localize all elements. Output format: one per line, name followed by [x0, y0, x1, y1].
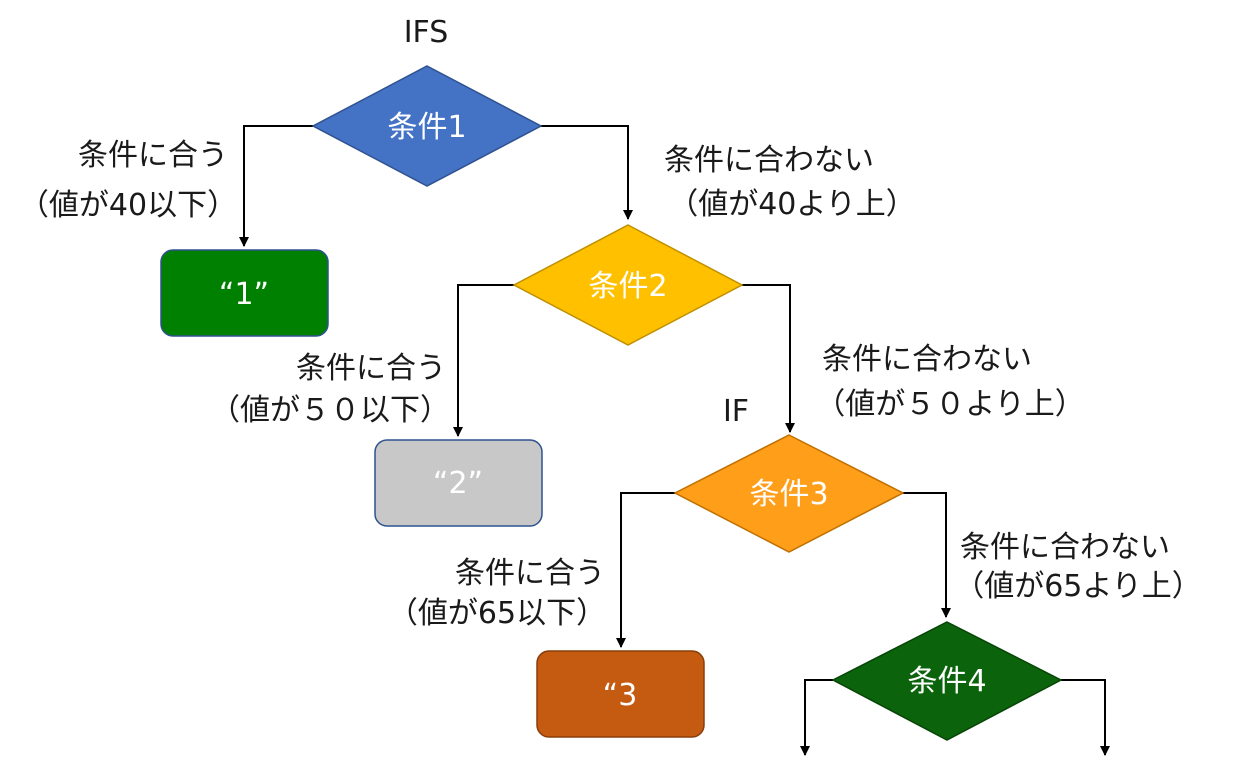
decision-condition1: 条件1 [311, 65, 543, 187]
result2-box [374, 439, 543, 527]
condition2-label: 条件2 [588, 269, 667, 304]
edge-c1-yes [239, 125, 313, 247]
c1-no-line2: （値が40より上） [668, 187, 916, 222]
result3-box [536, 650, 705, 738]
edge-c3-yes [616, 492, 675, 648]
c2-yes-line1: 条件に合う [296, 351, 446, 386]
result-3: “3 [536, 650, 705, 738]
c2-no-line1: 条件に合わない [822, 342, 1032, 377]
decision-condition2: 条件2 [512, 224, 744, 346]
decision-condition3: 条件3 [673, 434, 905, 553]
edge-label-c2-yes: 条件に合う （値が５０以下） [210, 351, 450, 428]
condition3-label: 条件3 [749, 477, 828, 512]
edge-c1-no [541, 125, 633, 220]
edge-c4-left [800, 679, 833, 756]
result3-label: “3 [603, 678, 638, 713]
condition4-diamond [831, 621, 1063, 741]
edge-label-c3-no: 条件に合わない （値が65より上） [954, 530, 1202, 604]
edge-c4-right [1061, 679, 1110, 756]
c1-no-line1: 条件に合わない [664, 143, 874, 178]
edge-c3-no [903, 492, 951, 618]
c1-yes-line2: （値が40以下） [19, 188, 237, 223]
c3-yes-line2: （値が65以下） [388, 596, 606, 631]
result2-label: “2” [433, 466, 483, 501]
condition3-diamond [673, 434, 905, 553]
connectors [239, 125, 1110, 756]
condition1-label: 条件1 [387, 110, 466, 145]
edge-label-c1-yes: 条件に合う （値が40以下） [19, 138, 237, 223]
edge-label-c3-yes: 条件に合う （値が65以下） [388, 556, 606, 631]
ifs-header: IFS [404, 15, 449, 50]
c2-no-line2: （値が５０より上） [815, 387, 1084, 422]
c1-yes-line1: 条件に合う [78, 138, 228, 173]
edge-c2-yes [453, 284, 514, 437]
condition4-label: 条件4 [907, 664, 986, 699]
c3-yes-line1: 条件に合う [455, 556, 605, 591]
if-header: IF [723, 394, 749, 429]
condition1-diamond [311, 65, 543, 187]
condition2-diamond [512, 224, 744, 346]
c3-no-line2: （値が65より上） [954, 569, 1202, 604]
result1-box [160, 249, 329, 337]
edge-c2-no [742, 284, 795, 433]
c3-no-line1: 条件に合わない [960, 530, 1170, 565]
result-1: “1” [160, 249, 329, 337]
result-2: “2” [374, 439, 543, 527]
result1-label: “1” [219, 277, 269, 312]
decision-condition4: 条件4 [831, 621, 1063, 741]
edge-label-c1-no: 条件に合わない （値が40より上） [664, 143, 916, 222]
edge-label-c2-no: 条件に合わない （値が５０より上） [815, 342, 1084, 422]
c2-yes-line2: （値が５０以下） [210, 393, 450, 428]
